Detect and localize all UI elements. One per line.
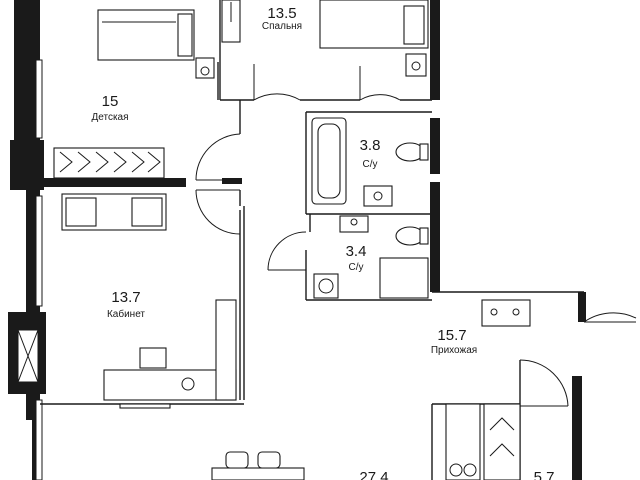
room-area-kids: 15 (102, 93, 119, 110)
room-name-study: Кабинет (107, 308, 145, 320)
room-name-kids: Детская (91, 112, 128, 123)
room-name-bedroom: Спальня (262, 21, 302, 32)
room-area-bedroom: 13.5 (267, 5, 296, 22)
room-area-study: 13.7 (111, 289, 140, 306)
room-labels: 13.5 Спальня 15 Детская 3.8 С/у 3.4 С/у … (91, 5, 554, 480)
room-name-hall: Прихожая (431, 345, 477, 356)
room-area-hall: 15.7 (437, 327, 466, 344)
furniture (53, 0, 531, 480)
room-area-living: 27.4 (359, 469, 388, 480)
room-area-bath2: 3.4 (346, 243, 367, 260)
doors (195, 64, 637, 407)
room-area-bath1: 3.8 (360, 137, 381, 154)
room-area-small: 5.7 (534, 469, 555, 480)
room-name-bath2: С/у (349, 262, 364, 273)
room-name-bath1: С/у (363, 159, 378, 170)
